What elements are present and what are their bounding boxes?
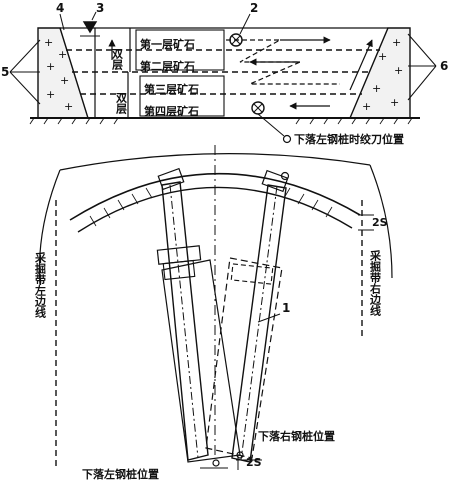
callout-1: 1 [282,301,290,315]
svg-text:+: + [394,64,403,77]
spacing-lower-label: 2S [246,456,262,469]
plan-view [38,145,393,470]
spacing-upper-label: 2S [372,216,388,229]
double-layer-upper-label: 双层 [111,48,125,71]
soil-marks: +++ +++ +++ +++ [44,36,403,113]
layer-2-label: 第二层矿石 [140,59,195,73]
right-ladder [231,184,287,463]
cross-section [9,11,437,144]
cutter-head-icon [229,33,243,47]
svg-text:+: + [44,36,53,49]
left-stake-position-label: 下落左钢桩位置 [82,467,159,481]
left-pontoon [161,259,241,463]
right-edge-label: 采掘带右边线 [369,249,383,317]
layer-3-label: 第三层矿石 [144,82,199,96]
callout-2: 2 [250,1,258,15]
left-edge-label: 采掘带左边线 [34,251,48,319]
double-layer-lower-label: 双层 [115,92,129,115]
svg-text:+: + [362,100,371,113]
callout-4: 4 [56,1,64,15]
left-stake-cutter-label: 下落左钢桩时绞刀位置 [294,132,404,146]
water-level-icon [82,21,98,34]
svg-text:+: + [390,96,399,109]
layer-1-label: 第一层矿石 [140,37,195,51]
svg-text:+: + [58,48,67,61]
right-pontoon [205,257,283,459]
svg-text:+: + [392,36,401,49]
left-ladder [161,181,209,461]
svg-text:+: + [46,60,55,73]
right-stake-position-label: 下落右钢桩位置 [258,429,335,443]
callout-5: 5 [1,65,9,79]
svg-text:+: + [46,88,55,101]
svg-text:+: + [60,74,69,87]
svg-text:+: + [64,100,73,113]
layer-4-label: 第四层矿石 [144,104,199,118]
svg-text:+: + [372,82,381,95]
callout-3: 3 [96,1,104,15]
callout-6: 6 [440,59,448,73]
svg-text:+: + [378,50,387,63]
